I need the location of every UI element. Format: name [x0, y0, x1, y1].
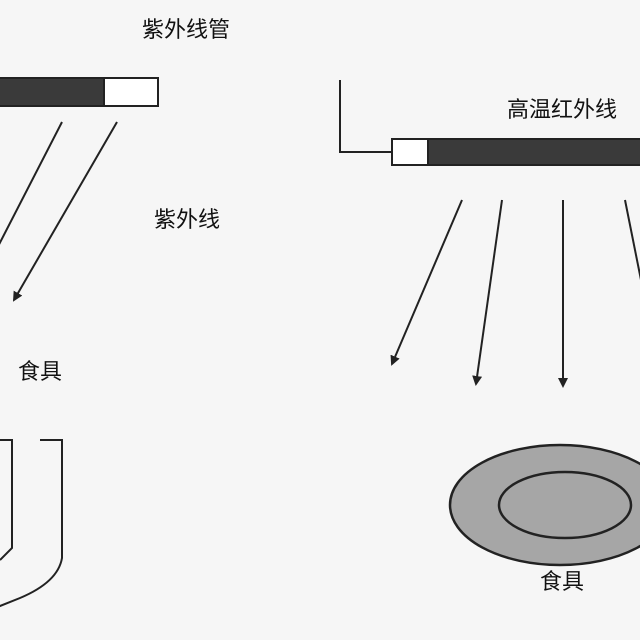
ir-tube-end-cap	[391, 138, 429, 166]
ir-tableware-label: 食具	[540, 570, 585, 595]
ir-tube	[339, 80, 640, 166]
plate-inner-ring	[497, 470, 633, 540]
plate-outer-rim	[448, 443, 640, 567]
uv-ray-2	[12, 121, 118, 302]
ir-tube-label: 高温红外线	[507, 98, 618, 123]
ir-ray-1	[390, 199, 463, 366]
ir-tube-dark-section	[427, 138, 640, 166]
uv-rays	[0, 121, 118, 302]
ir-tube-wire	[339, 80, 392, 153]
uv-rays-label: 紫外线	[154, 208, 221, 233]
uv-tube	[0, 77, 159, 107]
uv-tube-label: 紫外线管	[142, 18, 231, 43]
uv-tube-end-cap	[103, 77, 159, 107]
uv-tableware-label: 食具	[18, 360, 63, 385]
uv-tableware-shape	[0, 439, 13, 561]
uv-tube-dark-section	[0, 77, 105, 107]
uv-ray-1	[0, 121, 63, 245]
ir-rays	[390, 199, 640, 388]
uv-tableware-shape-outer	[0, 439, 63, 608]
ir-tableware-plate	[448, 443, 640, 567]
ir-ray-4	[624, 199, 640, 281]
ir-ray-2	[472, 199, 503, 386]
